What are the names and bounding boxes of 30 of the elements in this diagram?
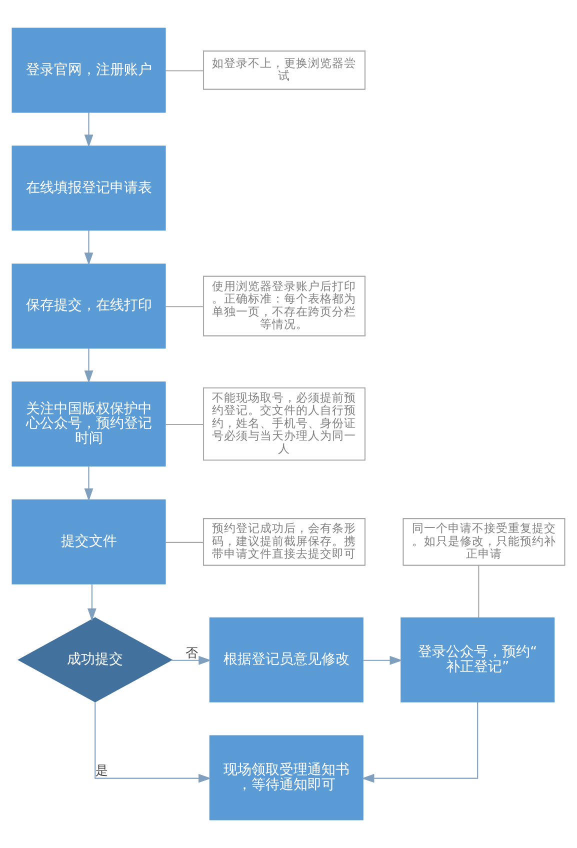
node-box: 如登录不上，更换浏览器尝试 [202,50,366,90]
connector [165,70,204,72]
node-box: 同一个申请不接受重复提交。如只是修改，只能预约补正申请 [402,518,566,566]
node-box: 登录公众号，预约“补正登记” [400,617,555,702]
node-diamond: 成功提交 [18,617,173,702]
connector [478,565,480,618]
arrow [361,702,478,783]
node-box: 关注中国版权保护中心公众号，预约登记时间 [12,382,166,466]
arrow [170,656,212,665]
edge-label: 否 [185,646,198,661]
arrow [84,348,94,384]
arrow [363,656,403,665]
node-box: 不能现场取号，必须提前预约登记。交文件的人自行预约，姓名、手机号、身份证号必须与当天办理人为同一人 [202,387,366,461]
connector [165,306,204,308]
node-box: 保存提交，在线打印 [12,264,166,349]
edge-label: 是 [96,764,109,779]
arrow [84,112,94,148]
arrow [84,466,94,502]
node-box: 提交文件 [12,499,166,584]
node-box: 预约登记成功后，会有条形码，建议提前截屏保存。携带申请文件直接去提交即可 [202,518,366,566]
node-box: 现场领取受理通知书，等待通知即可 [209,735,364,820]
connector [165,542,204,543]
arrow [84,230,94,266]
node-box: 在线填报登记申请表 [12,146,166,231]
arrow [94,702,212,783]
arrow [87,584,96,622]
node-box: 根据登记员意见修改 [209,617,364,702]
connector [165,424,204,426]
node-box: 登录官网，注册账户 [12,28,166,113]
node-box: 使用浏览器登录账户后打印。正确标准：每个表格都为单独一页，不存在跨页分栏等情况。 [202,276,366,336]
